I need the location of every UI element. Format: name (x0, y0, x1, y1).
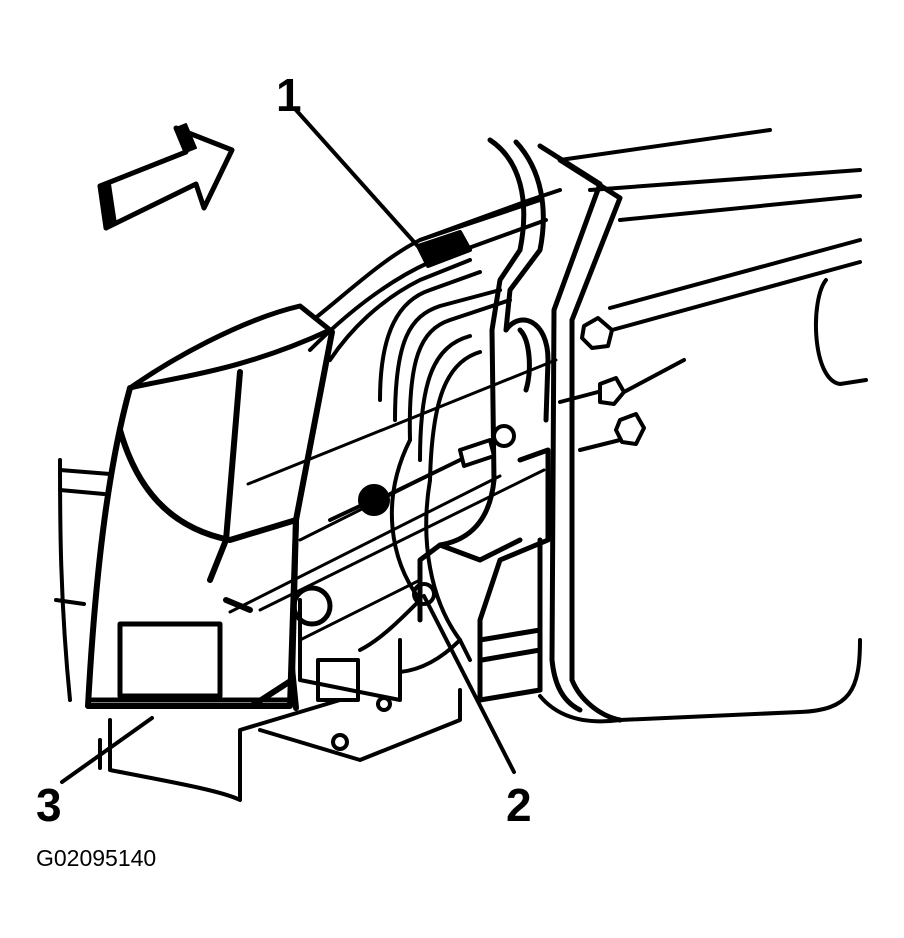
callout-3-leader (60, 716, 154, 784)
lamp-connector (328, 424, 516, 522)
connector-1 (294, 108, 562, 268)
callout-2-leader (422, 594, 516, 774)
tail-lamp-assembly (85, 303, 335, 711)
retainer-clip (412, 582, 436, 606)
mounting-nuts (558, 316, 686, 452)
leader-lines (60, 582, 516, 784)
quarter-panel (538, 128, 868, 724)
callout-2-label: 2 (506, 779, 532, 831)
direction-arrow-icon (97, 123, 235, 231)
callout-3-label: 3 (36, 779, 62, 831)
lower-body-panel (54, 458, 462, 802)
figure-id: G02095140 (36, 845, 157, 871)
callout-1-label: 1 (276, 69, 302, 121)
lamp-mounting-bracket (417, 137, 623, 723)
